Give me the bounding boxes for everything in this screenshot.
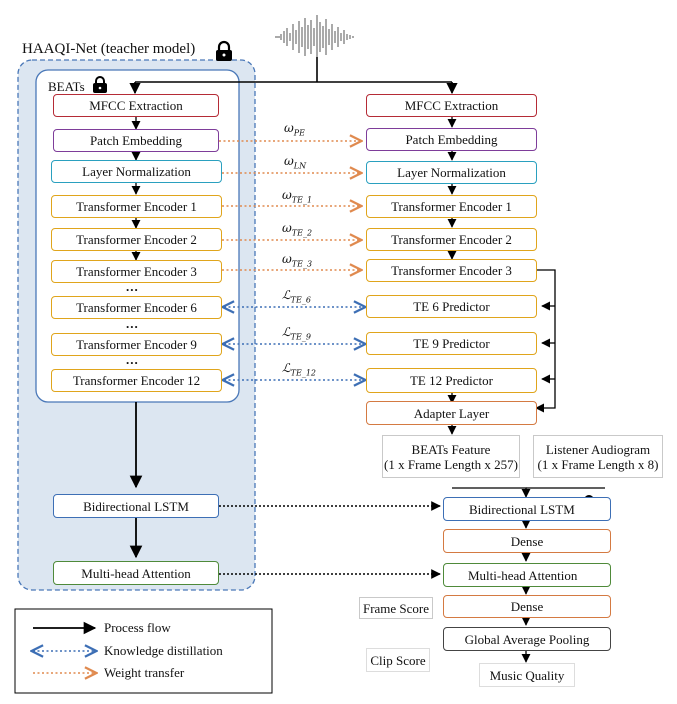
student-te1-box: Transformer Encoder 1 — [366, 195, 537, 218]
teacher-layernorm-box: Layer Normalization — [51, 160, 222, 183]
beats-feature-title: BEATs Feature — [411, 441, 491, 457]
ellipsis: ... — [126, 316, 139, 331]
legend-kd-label: Knowledge distillation — [104, 643, 223, 658]
l-te12-label: ℒTE_12 — [282, 361, 317, 378]
w-te3-label: ωTE_3 — [282, 252, 313, 269]
teacher-te9-box: Transformer Encoder 9 — [51, 333, 222, 356]
audiogram-shape: (1 x Frame Length x 8) — [537, 456, 659, 472]
student-bilstm-box: Bidirectional LSTM — [443, 497, 611, 521]
student-dense1-box: Dense — [443, 529, 611, 553]
beats-feature-box: BEATs Feature (1 x Frame Length x 257) — [382, 435, 520, 478]
teacher-te1-box: Transformer Encoder 1 — [51, 195, 222, 218]
beats-feature-shape: (1 x Frame Length x 257) — [384, 456, 518, 472]
w-te1-label: ωTE_1 — [282, 188, 313, 205]
legend-box — [14, 608, 273, 694]
ellipsis: ... — [126, 352, 139, 367]
clip-score-box: Clip Score — [366, 648, 430, 672]
l-te6-label: ℒTE_6 — [282, 288, 311, 305]
l-te9-label: ℒTE_9 — [282, 325, 311, 342]
student-patch-box: Patch Embedding — [366, 128, 537, 151]
beats-label: BEATs — [48, 79, 85, 94]
legend-process-label: Process flow — [104, 620, 171, 635]
teacher-patch-box: Patch Embedding — [53, 129, 219, 152]
ellipsis: ... — [126, 279, 139, 294]
audiogram-title: Listener Audiogram — [545, 441, 651, 457]
listener-audiogram-box: Listener Audiogram (1 x Frame Length x 8… — [533, 435, 663, 478]
waveform-icon — [275, 15, 354, 59]
student-adapter-box: Adapter Layer — [366, 401, 537, 425]
lock-icon — [93, 76, 107, 93]
student-te9-predictor-box: TE 9 Predictor — [366, 332, 537, 355]
student-te3-box: Transformer Encoder 3 — [366, 259, 537, 282]
teacher-te12-box: Transformer Encoder 12 — [51, 369, 222, 392]
teacher-te6-box: Transformer Encoder 6 — [51, 296, 222, 319]
student-te6-predictor-box: TE 6 Predictor — [366, 295, 537, 318]
teacher-te2-box: Transformer Encoder 2 — [51, 228, 222, 251]
student-mfcc-box: MFCC Extraction — [366, 94, 537, 117]
teacher-te3-box: Transformer Encoder 3 — [51, 260, 222, 283]
frame-score-box: Frame Score — [359, 597, 433, 619]
w-pe-label: ωPE — [284, 121, 306, 138]
student-layernorm-box: Layer Normalization — [366, 161, 537, 184]
student-mha-box: Multi-head Attention — [443, 563, 611, 587]
lock-icon — [216, 40, 232, 61]
teacher-mha-box: Multi-head Attention — [53, 561, 219, 585]
student-gap-box: Global Average Pooling — [443, 627, 611, 651]
student-te2-box: Transformer Encoder 2 — [366, 228, 537, 251]
music-quality-box: Music Quality — [479, 663, 575, 687]
teacher-bilstm-box: Bidirectional LSTM — [53, 494, 219, 518]
w-te2-label: ωTE_2 — [282, 221, 313, 238]
student-dense2-box: Dense — [443, 595, 611, 618]
student-te12-predictor-box: TE 12 Predictor — [366, 368, 537, 393]
teacher-mfcc-box: MFCC Extraction — [53, 94, 219, 117]
legend-wt-label: Weight transfer — [104, 665, 185, 680]
teacher-title: HAAQI-Net (teacher model) — [22, 41, 196, 57]
w-ln-label: ωLN — [284, 154, 307, 171]
